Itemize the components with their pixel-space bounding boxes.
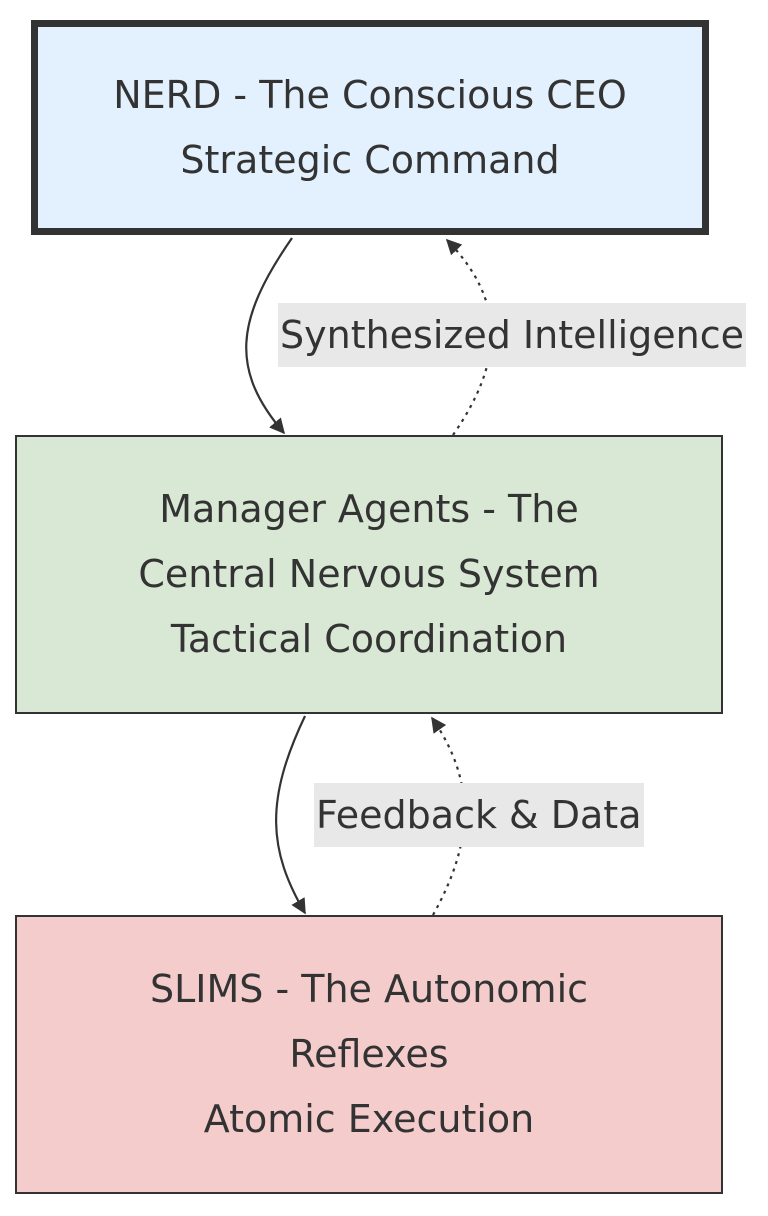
node-nerd-line: NERD - The Conscious CEO xyxy=(113,72,627,117)
node-slims: SLIMS - The Autonomic Reflexes Atomic Ex… xyxy=(15,915,723,1194)
node-manager-agents-line: Central Nervous System xyxy=(138,552,600,596)
node-slims-line: Reflexes xyxy=(289,1032,449,1076)
node-slims-line: SLIMS - The Autonomic xyxy=(149,967,589,1011)
edge-label-feedback-data: Feedback & Data xyxy=(314,783,644,847)
node-nerd: NERD - The Conscious CEO Strategic Comma… xyxy=(31,20,709,235)
node-slims-line: Atomic Execution xyxy=(203,1097,535,1141)
edge-nerd-to-managers xyxy=(245,237,293,435)
node-manager-agents-line: Manager Agents - The xyxy=(159,487,579,531)
node-manager-agents-line: Tactical Coordination xyxy=(170,617,568,661)
edge-managers-to-slims xyxy=(275,715,306,915)
edge-label-synthesized-intelligence: Synthesized Intelligence xyxy=(278,303,747,367)
edge-managers-to-nerd xyxy=(445,238,493,436)
node-manager-agents: Manager Agents - The Central Nervous Sys… xyxy=(15,435,723,714)
node-nerd-line: Strategic Command xyxy=(180,137,560,182)
